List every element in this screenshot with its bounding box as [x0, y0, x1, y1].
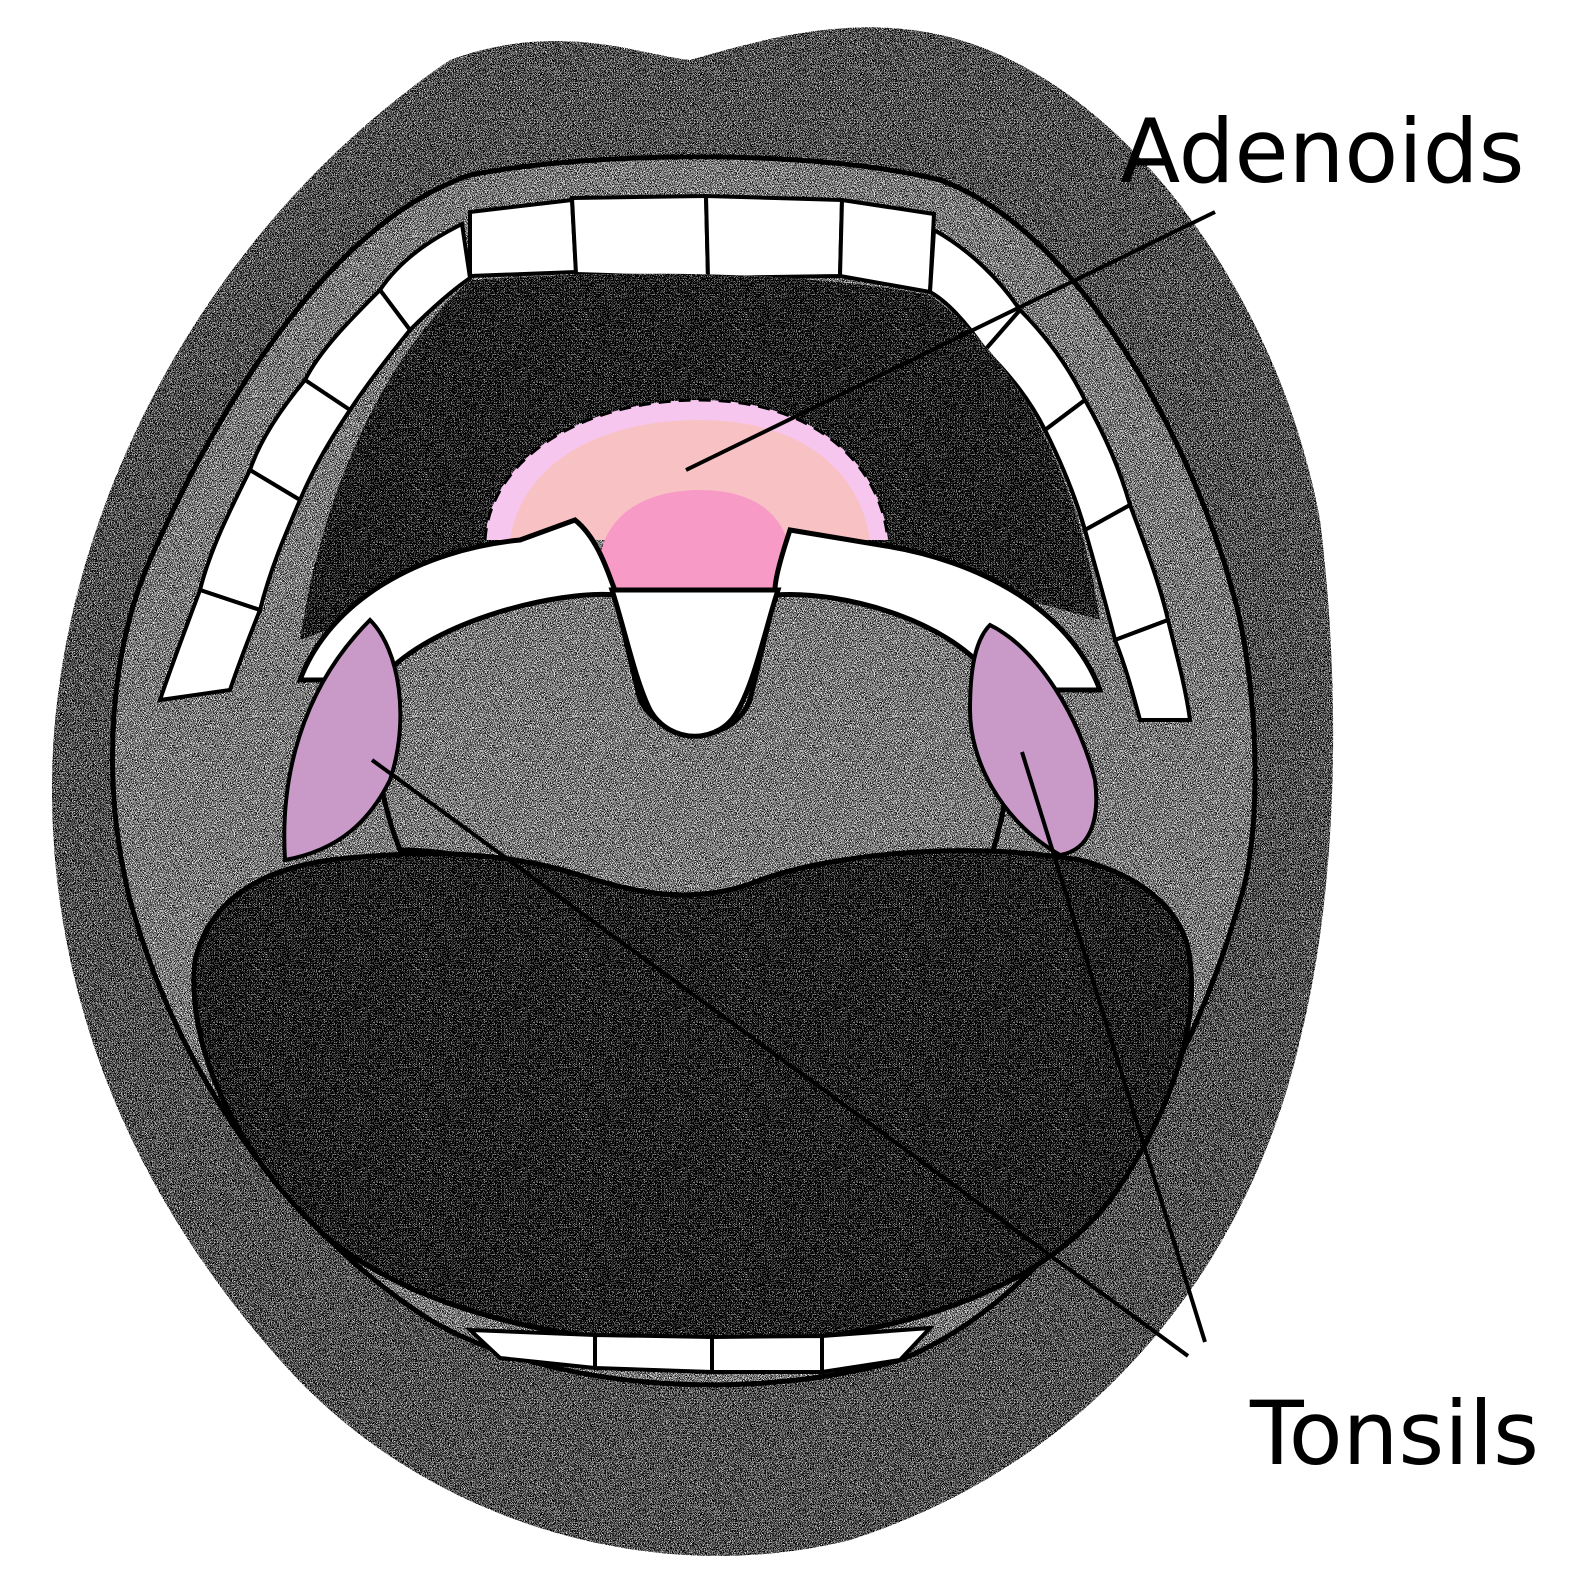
tonsils-label: Tonsils: [1250, 1390, 1539, 1478]
adenoids-label: Adenoids: [1120, 108, 1524, 196]
